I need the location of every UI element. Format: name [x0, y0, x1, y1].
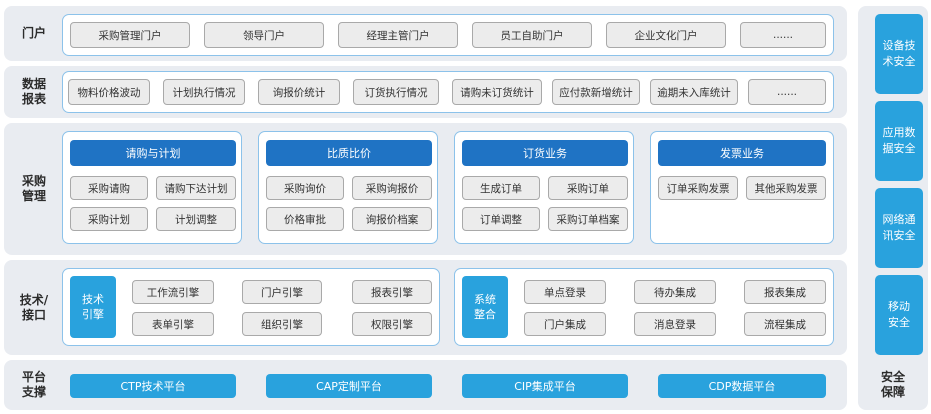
integration-title: 系统 整合: [462, 276, 508, 338]
security-item[interactable]: 应用数 据安全: [875, 101, 923, 181]
purchase-item[interactable]: 计划调整: [156, 207, 236, 231]
security-item-line2: 讯安全: [882, 229, 916, 242]
report-item[interactable]: ......: [748, 79, 826, 105]
report-item[interactable]: 询报价统计: [258, 79, 340, 105]
report-label: 数据 报表: [10, 66, 58, 118]
purchase-item[interactable]: 订单调整: [462, 207, 540, 231]
purchase-group-header: 比质比价: [266, 140, 432, 166]
security-item-line2: 安全: [888, 316, 910, 329]
tech-label-line2: 接口: [21, 307, 46, 322]
platform-item[interactable]: CTP技术平台: [70, 374, 236, 398]
integration-item[interactable]: 待办集成: [634, 280, 716, 304]
purchase-item[interactable]: 其他采购发票: [746, 176, 826, 200]
purchase-item[interactable]: 请购下达计划: [156, 176, 236, 200]
integration-item[interactable]: 流程集成: [744, 312, 826, 336]
purchase-item[interactable]: 订单采购发票: [658, 176, 738, 200]
security-item-line1: 应用数: [882, 126, 916, 139]
platform-item[interactable]: CIP集成平台: [462, 374, 628, 398]
engine-item[interactable]: 表单引擎: [132, 312, 214, 336]
security-item-line1: 移动: [888, 300, 910, 313]
purchase-item[interactable]: 生成订单: [462, 176, 540, 200]
security-item-line2: 术安全: [882, 55, 916, 68]
platform-label-line1: 平台: [21, 370, 46, 384]
engine-item[interactable]: 组织引擎: [242, 312, 322, 336]
integration-title-line2: 整合: [474, 308, 496, 321]
tech-label: 技术/ 接口: [10, 260, 58, 355]
purchase-label: 采购 管理: [10, 123, 58, 255]
integration-title-line1: 系统: [474, 293, 496, 306]
platform-item[interactable]: CAP定制平台: [266, 374, 432, 398]
integration-item[interactable]: 消息登录: [634, 312, 716, 336]
report-label-line2: 报表: [21, 92, 46, 106]
report-label-line1: 数据: [21, 77, 46, 91]
portal-label-text: 门户: [21, 26, 46, 40]
portal-item[interactable]: 员工自助门户: [472, 22, 592, 48]
security-label-line1: 安全: [880, 370, 905, 384]
report-item[interactable]: 物料价格波动: [68, 79, 150, 105]
purchase-group-header: 发票业务: [658, 140, 826, 166]
platform-label: 平台 支撑: [10, 360, 58, 410]
purchase-item[interactable]: 价格审批: [266, 207, 344, 231]
engine-item[interactable]: 报表引擎: [352, 280, 432, 304]
purchase-item[interactable]: 采购订单档案: [548, 207, 628, 231]
portal-item[interactable]: 采购管理门户: [70, 22, 190, 48]
purchase-item[interactable]: 采购请购: [70, 176, 148, 200]
report-item[interactable]: 请购未订货统计: [452, 79, 542, 105]
security-item-line2: 据安全: [882, 142, 916, 155]
portal-item[interactable]: 经理主管门户: [338, 22, 458, 48]
engine-item[interactable]: 工作流引擎: [132, 280, 214, 304]
engine-title: 技术 引擎: [70, 276, 116, 338]
engine-item[interactable]: 权限引擎: [352, 312, 432, 336]
platform-label-line2: 支撑: [21, 385, 46, 399]
purchase-item[interactable]: 采购询价: [266, 176, 344, 200]
purchase-label-line2: 管理: [21, 189, 46, 203]
security-item[interactable]: 移动 安全: [875, 275, 923, 355]
integration-item[interactable]: 门户集成: [524, 312, 606, 336]
security-item-line1: 设备技: [882, 39, 916, 52]
integration-item[interactable]: 单点登录: [524, 280, 606, 304]
purchase-item[interactable]: 采购询报价: [352, 176, 432, 200]
security-item[interactable]: 设备技 术安全: [875, 14, 923, 94]
purchase-item[interactable]: 采购计划: [70, 207, 148, 231]
portal-item[interactable]: ......: [740, 22, 826, 48]
report-item[interactable]: 应付款新增统计: [552, 79, 640, 105]
tech-label-line1: 技术/: [19, 292, 49, 307]
engine-title-line2: 引擎: [82, 308, 104, 321]
portal-label: 门户: [10, 6, 58, 61]
report-item[interactable]: 计划执行情况: [163, 79, 245, 105]
engine-item[interactable]: 门户引擎: [242, 280, 322, 304]
engine-title-line1: 技术: [82, 293, 104, 306]
portal-item[interactable]: 领导门户: [204, 22, 324, 48]
purchase-group-header: 订货业务: [462, 140, 628, 166]
security-label: 安全 保障: [858, 360, 928, 410]
purchase-group-header: 请购与计划: [70, 140, 236, 166]
purchase-label-line1: 采购: [21, 174, 46, 188]
security-label-line2: 保障: [880, 385, 905, 399]
purchase-item[interactable]: 询报价档案: [352, 207, 432, 231]
report-item[interactable]: 逾期未入库统计: [650, 79, 738, 105]
security-item[interactable]: 网络通 讯安全: [875, 188, 923, 268]
portal-item[interactable]: 企业文化门户: [606, 22, 726, 48]
report-item[interactable]: 订货执行情况: [353, 79, 439, 105]
purchase-item[interactable]: 采购订单: [548, 176, 628, 200]
security-item-line1: 网络通: [882, 213, 916, 226]
platform-item[interactable]: CDP数据平台: [658, 374, 826, 398]
integration-item[interactable]: 报表集成: [744, 280, 826, 304]
